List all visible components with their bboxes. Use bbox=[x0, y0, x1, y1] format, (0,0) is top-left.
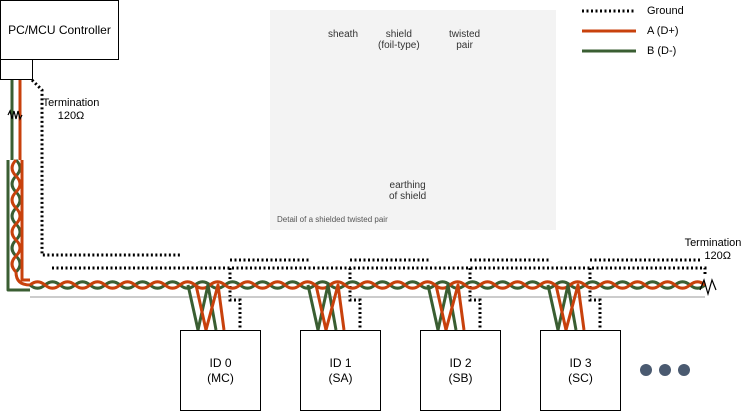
right-termination-resistor bbox=[699, 278, 717, 297]
termination-right-line2: 120Ω bbox=[704, 250, 731, 262]
legend-a-label: A (D+) bbox=[647, 25, 679, 37]
termination-resistors bbox=[7, 109, 717, 297]
more-devices-dot bbox=[659, 364, 671, 376]
cable-detail-caption: Detail of a shielded twisted pair bbox=[277, 215, 388, 224]
twisted-label-line1: twisted bbox=[449, 29, 481, 40]
device-role-label: (SC) bbox=[568, 370, 593, 385]
a-line-segment bbox=[314, 283, 346, 332]
device-box-id2: ID 2 (SB) bbox=[420, 330, 501, 411]
termination-left-label: Termination 120Ω bbox=[38, 97, 104, 123]
ground-line-segment bbox=[52, 266, 707, 275]
legend-b-label: B (D-) bbox=[647, 45, 677, 57]
earthing-label-line1: earthing bbox=[389, 180, 426, 191]
shield-label-line1: shield bbox=[385, 29, 412, 40]
twisted-label-line2: pair bbox=[456, 40, 473, 51]
device-role-label: (SB) bbox=[448, 370, 473, 385]
left-termination-resistor bbox=[7, 109, 23, 121]
twisted-pair-bus bbox=[6, 80, 706, 332]
termination-right-line1: Termination bbox=[684, 237, 742, 249]
twisted-pair-label: twisted pair bbox=[449, 29, 480, 51]
a-line-segment bbox=[10, 158, 22, 274]
device-box-id3: ID 3 (SC) bbox=[540, 330, 621, 411]
device-id-label: ID 0 bbox=[209, 355, 232, 370]
termination-left-line2: 120Ω bbox=[57, 110, 85, 122]
earthing-label: earthing of shield bbox=[389, 180, 426, 202]
ground-drop bbox=[468, 268, 482, 330]
a-line-segment bbox=[14, 271, 31, 287]
ground-drop bbox=[588, 268, 602, 330]
device-id-label: ID 2 bbox=[449, 355, 472, 370]
controller-title: PC/MCU Controller bbox=[8, 22, 111, 37]
controller-connector bbox=[0, 59, 33, 80]
legend-ground-label: Ground bbox=[647, 5, 684, 17]
ground-line-segment bbox=[30, 78, 180, 257]
b-line-segment bbox=[10, 158, 22, 274]
termination-right-label: Termination 120Ω bbox=[679, 237, 746, 263]
a-line-segment bbox=[29, 280, 706, 290]
device-id-label: ID 1 bbox=[329, 355, 352, 370]
a-line-segment bbox=[434, 283, 466, 332]
device-role-label: (SA) bbox=[328, 370, 353, 385]
termination-left-line1: Termination bbox=[42, 97, 100, 109]
a-line-segment bbox=[20, 160, 30, 282]
shield-label: shield (foil-type) bbox=[378, 29, 420, 51]
ground-drop bbox=[228, 268, 242, 330]
ground-line bbox=[30, 78, 707, 330]
controller-box: PC/MCU Controller bbox=[0, 0, 119, 60]
b-line-segment bbox=[6, 160, 30, 292]
device-box-id0: ID 0 (MC) bbox=[180, 330, 261, 411]
earthing-label-line2: of shield bbox=[389, 191, 427, 202]
more-devices-dot bbox=[678, 364, 690, 376]
cable-detail-panel bbox=[270, 10, 556, 230]
a-line-segment bbox=[554, 283, 586, 332]
b-line-segment bbox=[29, 280, 706, 290]
sheath-label: sheath bbox=[328, 29, 359, 40]
device-role-label: (MC) bbox=[207, 370, 234, 385]
legend-lines bbox=[582, 9, 636, 53]
device-id-label: ID 3 bbox=[569, 355, 592, 370]
more-devices-dot bbox=[640, 364, 652, 376]
a-line-segment bbox=[194, 283, 226, 332]
device-box-id1: ID 1 (SA) bbox=[300, 330, 381, 411]
shield-label-line2: (foil-type) bbox=[378, 40, 420, 51]
ground-drop bbox=[348, 268, 362, 330]
